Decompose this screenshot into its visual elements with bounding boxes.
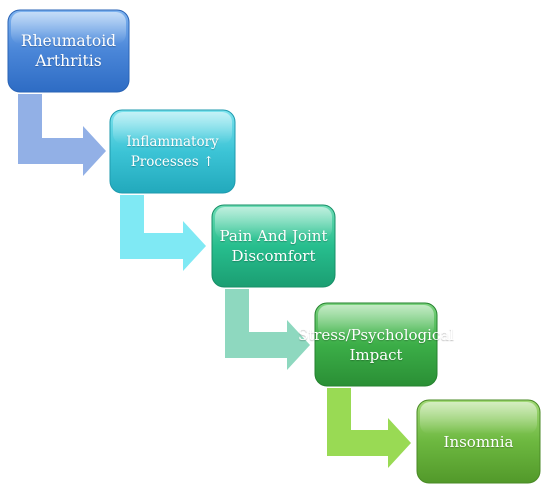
step-box-5 xyxy=(416,399,541,484)
step-insomnia: Insomnia xyxy=(417,400,540,483)
step-label-5: Insomnia xyxy=(443,432,514,451)
connector-arrow-4 xyxy=(327,388,411,468)
step-stress-psychological-impact: Stress/Psychological Impact xyxy=(298,303,454,386)
connector-arrow-1 xyxy=(18,94,106,176)
step-label-4: Stress/Psychological Impact xyxy=(297,325,455,364)
connector-arrow-3 xyxy=(225,289,310,370)
step-box-1 xyxy=(7,9,130,93)
step-box-3 xyxy=(211,204,336,288)
step-inflammatory-processes: Inflammatory Processes ↑ xyxy=(110,110,235,193)
step-label-3: Pain And Joint Discomfort xyxy=(219,227,328,265)
step-pain-and-joint-discomfort: Pain And Joint Discomfort xyxy=(212,205,335,287)
step-box-2 xyxy=(109,109,236,194)
connector-arrow-2 xyxy=(120,195,206,271)
step-label-2: Inflammatory Processes ↑ xyxy=(126,133,219,170)
step-rheumatoid-arthritis: Rheumatoid Arthritis xyxy=(8,10,129,92)
step-box-4 xyxy=(314,302,438,387)
step-label-1: Rheumatoid Arthritis xyxy=(20,32,117,70)
